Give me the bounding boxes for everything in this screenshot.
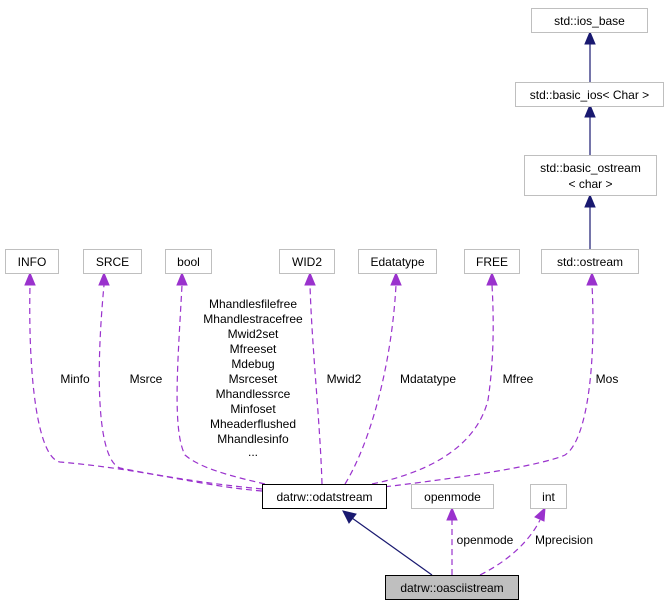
svg-text:int: int — [542, 490, 555, 504]
edge-oasciistream-to-int — [479, 519, 541, 576]
node-ostream[interactable]: std::ostream — [541, 249, 639, 274]
node-int[interactable]: int — [530, 484, 567, 509]
edge-odatstream-to-bool — [176, 284, 266, 485]
arrowhead-openmode — [446, 506, 458, 521]
svg-text:std::ios_base: std::ios_base — [554, 14, 625, 28]
label-msrce: Msrce — [130, 372, 163, 386]
node-openmode[interactable]: openmode — [411, 484, 494, 509]
edge-odatstream-to-wid2 — [309, 284, 323, 485]
edge-odatstream-to-info — [29, 284, 263, 492]
svg-text:WID2: WID2 — [292, 255, 322, 269]
arrowhead-int — [534, 506, 546, 522]
label-bool-members: Mhandlesfilefree Mhandlestracefree Mwid2… — [203, 297, 303, 459]
label-mprecision: Mprecision — [535, 533, 593, 547]
label-mhandlessrce: Mhandlessrce — [216, 387, 291, 401]
label-mfreeset: Mfreeset — [230, 342, 277, 356]
svg-text:FREE: FREE — [476, 255, 508, 269]
arrowhead-wid2 — [304, 271, 316, 286]
label-mhandlestracefree: Mhandlestracefree — [203, 312, 303, 326]
node-ios-base[interactable]: std::ios_base — [531, 8, 648, 33]
label-msrceset: Msrceset — [229, 372, 278, 386]
edge-odatstream-to-edatatype — [344, 284, 397, 485]
arrowhead-info — [24, 271, 36, 286]
arrowhead-basic-ios — [584, 103, 596, 118]
label-mhandlesinfo: Mhandlesinfo — [217, 432, 289, 446]
label-openmode: openmode — [457, 533, 514, 547]
node-bool[interactable]: bool — [165, 249, 212, 274]
svg-text:Edatatype: Edatatype — [370, 255, 424, 269]
svg-text:INFO: INFO — [18, 255, 47, 269]
label-mheaderflushed: Mheaderflushed — [210, 417, 296, 431]
svg-text:datrw::oasciistream: datrw::oasciistream — [400, 581, 503, 595]
node-wid2[interactable]: WID2 — [279, 249, 335, 274]
node-basic-ostream[interactable]: std::basic_ostream < char > — [524, 155, 657, 196]
label-mdatatype: Mdatatype — [400, 372, 456, 386]
arrowhead-basic-ostream — [584, 193, 596, 208]
edge-odatstream-to-free — [371, 284, 494, 485]
edge-odatstream-to-srce — [98, 284, 263, 490]
svg-text:std::ostream: std::ostream — [557, 255, 623, 269]
label-mdebug: Mdebug — [231, 357, 274, 371]
arrowhead-ostream — [586, 271, 598, 286]
arrowhead-srce — [98, 271, 110, 286]
node-odatstream[interactable]: datrw::odatstream — [262, 484, 387, 509]
arrowhead-bool — [176, 271, 188, 286]
label-mwid2set: Mwid2set — [228, 327, 279, 341]
label-mwid2: Mwid2 — [327, 372, 362, 386]
edge-odatstream-to-ostream — [374, 284, 594, 489]
svg-text:bool: bool — [177, 255, 200, 269]
node-edatatype[interactable]: Edatatype — [358, 249, 437, 274]
svg-text:SRCE: SRCE — [96, 255, 129, 269]
usage-edges — [24, 271, 598, 576]
edge-oasciistream-to-odatstream — [351, 517, 433, 576]
label-minfoset: Minfoset — [230, 402, 276, 416]
node-srce[interactable]: SRCE — [83, 249, 142, 274]
node-basic-ios[interactable]: std::basic_ios< Char > — [515, 82, 664, 107]
svg-text:openmode: openmode — [424, 490, 481, 504]
node-info[interactable]: INFO — [5, 249, 59, 274]
edge-labels: Minfo Msrce Mhandlesfilefree Mhandlestra… — [60, 297, 618, 547]
arrowhead-edatatype — [390, 271, 402, 286]
svg-text:datrw::odatstream: datrw::odatstream — [276, 490, 372, 504]
node-oasciistream[interactable]: datrw::oasciistream — [385, 575, 519, 600]
inheritance-edges — [342, 30, 596, 576]
svg-text:std::basic_ostream: std::basic_ostream — [540, 161, 641, 175]
label-minfo: Minfo — [60, 372, 90, 386]
label-ellipsis: ... — [248, 445, 258, 459]
label-mos: Mos — [596, 372, 619, 386]
node-free[interactable]: FREE — [464, 249, 520, 274]
arrowhead-free — [486, 271, 498, 286]
arrowhead-odatstream — [342, 510, 357, 524]
label-mfree: Mfree — [503, 372, 534, 386]
svg-text:std::basic_ios< Char >: std::basic_ios< Char > — [530, 88, 649, 102]
label-mhandlesfilefree: Mhandlesfilefree — [209, 297, 297, 311]
arrowhead-ios-base — [584, 30, 596, 45]
svg-text:< char >: < char > — [568, 177, 612, 191]
